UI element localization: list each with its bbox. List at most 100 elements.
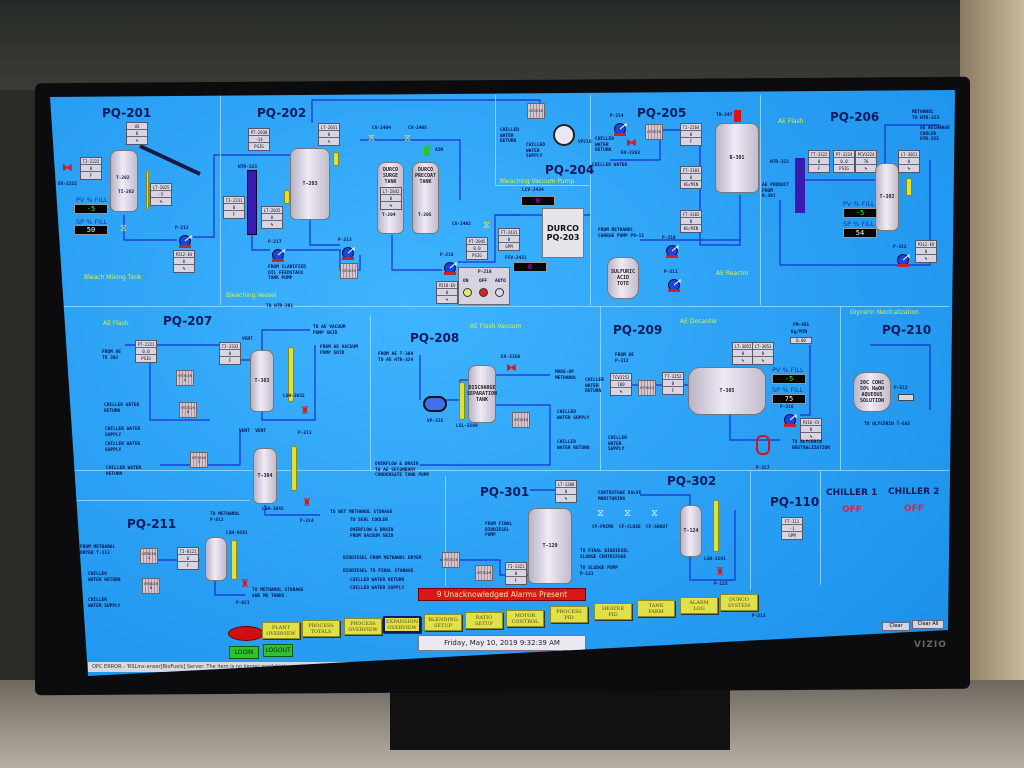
nav-button-plant-overview[interactable]: PLANT OVERVIEW xyxy=(262,622,300,639)
separation-tank[interactable]: DISCHARGE SEPARATION TANK xyxy=(467,365,497,423)
panel-divider xyxy=(495,95,496,185)
agitator-icon[interactable] xyxy=(424,146,430,156)
nav-button-durco-system[interactable]: DURCO SYSTEM xyxy=(720,594,758,611)
label: TO WET METHANOL STORAGE xyxy=(330,510,393,515)
pump-icon[interactable] xyxy=(898,394,914,401)
label: CHILLED WATER RETURN xyxy=(595,137,614,153)
instrument-unit: % xyxy=(924,256,928,261)
centrifuge-valve-icon[interactable]: ⧖ xyxy=(651,508,659,519)
pump-icon[interactable] xyxy=(664,243,680,258)
label: P-314 xyxy=(300,519,314,524)
login-button[interactable]: LOGIN xyxy=(229,646,259,659)
panel-title: PQ-207 xyxy=(163,314,213,328)
naoh-tank[interactable]: 20C CONC 50% NaOH AQUEOUS SOLUTION xyxy=(853,372,891,412)
pump-icon[interactable] xyxy=(612,121,628,136)
tank[interactable]: T-124 xyxy=(680,505,702,557)
value-display: 0 xyxy=(513,262,547,272)
label: P-821 xyxy=(236,601,250,606)
tank[interactable]: T-203 xyxy=(290,148,330,220)
tank[interactable]: T-305 xyxy=(688,367,766,415)
heater-icon xyxy=(247,170,257,235)
tank[interactable]: T-120 xyxy=(528,508,572,584)
label: VENT VENT xyxy=(239,429,267,434)
tank-id: T-204 xyxy=(382,213,396,218)
nav-button-process-pid[interactable]: PROCESS PID xyxy=(550,606,588,623)
pump-icon[interactable] xyxy=(756,435,770,455)
alarm-banner[interactable]: 9 Unacknowledged Alarms Present xyxy=(418,588,586,601)
instrument-value: 0 xyxy=(174,258,194,265)
valve-icon[interactable]: ⧓ xyxy=(506,361,517,374)
vacuum-pump-icon[interactable] xyxy=(553,124,575,146)
tank[interactable]: T-302 xyxy=(875,163,899,231)
valve-icon[interactable]: ⧓ xyxy=(626,136,637,149)
label: TO SLUDGE PUMP P-123 xyxy=(580,566,618,577)
auto-button[interactable] xyxy=(495,288,504,297)
nav-button-expansion-overview[interactable]: EXPANSION OVERVIEW xyxy=(383,616,421,633)
tank[interactable]: T-303 xyxy=(250,350,274,412)
agitator-motor-icon[interactable] xyxy=(734,110,741,122)
reactor[interactable]: R-301 xyxy=(715,123,759,193)
instrument-value: -5 xyxy=(151,191,171,198)
label: AIR xyxy=(435,148,444,153)
label: AE PRODUCT FROM R-301 xyxy=(762,183,790,199)
nav-button-tank-farm[interactable]: TANK FARM xyxy=(637,600,675,617)
butterfly-valve-icon[interactable]: ⧖ xyxy=(120,223,128,234)
nav-button-heater-pid[interactable]: HEATER PID xyxy=(594,603,632,620)
off-button[interactable] xyxy=(479,288,488,297)
precoat-tank[interactable]: DURCO PRECOAT TANK xyxy=(412,162,439,234)
pump-icon[interactable]: ♜ xyxy=(240,577,250,590)
panel-title: PQ-211 xyxy=(127,517,177,531)
durco-pq203-button[interactable]: DURCO PQ-203 xyxy=(542,208,584,258)
pump-icon[interactable] xyxy=(666,277,682,292)
pump-icon[interactable] xyxy=(340,245,356,260)
pipe xyxy=(261,345,316,421)
pump-icon[interactable]: ♜ xyxy=(715,565,725,578)
label: TO METHANOL P-812 xyxy=(210,512,240,523)
pump-icon xyxy=(272,248,285,262)
tank[interactable] xyxy=(110,150,138,212)
instrument-unit: F xyxy=(689,139,693,144)
control-off-label: OFF xyxy=(479,279,488,284)
instrument-tag: PT-3224 xyxy=(834,152,854,158)
value-display: 50 xyxy=(74,225,108,235)
instrument-tag: PCV3224 xyxy=(856,152,876,158)
on-button[interactable] xyxy=(463,288,472,297)
nav-button-alarm-log[interactable]: ALARM LOG xyxy=(680,597,718,614)
instrument-unit: F xyxy=(186,563,190,568)
nav-button-process-overview[interactable]: PROCESS OVERVIEW xyxy=(344,618,382,635)
label: FROM AE TK 302 xyxy=(102,350,121,361)
pump-icon xyxy=(897,253,910,267)
pump-label: P-217 xyxy=(268,240,282,245)
pump-icon[interactable] xyxy=(442,260,458,275)
pump-icon[interactable]: ♜ xyxy=(302,496,312,509)
logout-button[interactable]: LOGOUT xyxy=(263,644,293,657)
clear-button[interactable]: Clear xyxy=(882,622,910,631)
tank[interactable] xyxy=(205,537,227,581)
centrifuge-valve-icon[interactable]: ⧖ xyxy=(597,508,605,519)
label: CHILLER WATER SUPPLY xyxy=(88,598,121,609)
nav-button-motor-control[interactable]: MOTOR CONTROL xyxy=(506,610,544,627)
vacuum-pump-icon[interactable] xyxy=(423,396,447,412)
nav-button-process-totals[interactable]: PROCESS TOTALS xyxy=(302,620,340,637)
butterfly-valve-icon[interactable]: ⧖ xyxy=(404,133,412,144)
instrument-tag: FT-3101 xyxy=(681,168,701,174)
butterfly-valve-icon[interactable]: ⧖ xyxy=(368,133,376,144)
nav-button-blending-setup[interactable]: BLENDING SETUP xyxy=(424,614,462,631)
pump-icon[interactable] xyxy=(895,252,911,267)
pump-icon[interactable] xyxy=(177,233,193,248)
pump-icon[interactable] xyxy=(782,412,798,427)
label: EV-2222 xyxy=(58,182,77,187)
sulfuric-acid-tote[interactable]: SULFURIC ACID TOTE xyxy=(607,257,639,299)
pump-icon[interactable]: ♜ xyxy=(300,404,310,417)
nav-button-ratio-setup[interactable]: RATIO SETUP xyxy=(465,612,503,629)
pump-icon[interactable] xyxy=(270,247,286,262)
valve-icon[interactable]: ⧓ xyxy=(62,161,73,174)
butterfly-valve-icon[interactable]: ⧖ xyxy=(483,220,491,231)
clear-all-button[interactable]: Clear All xyxy=(912,620,944,629)
centrifuge-valve-icon[interactable]: ⧖ xyxy=(624,508,632,519)
tank[interactable]: T-304 xyxy=(253,448,277,504)
pipe xyxy=(689,510,736,581)
